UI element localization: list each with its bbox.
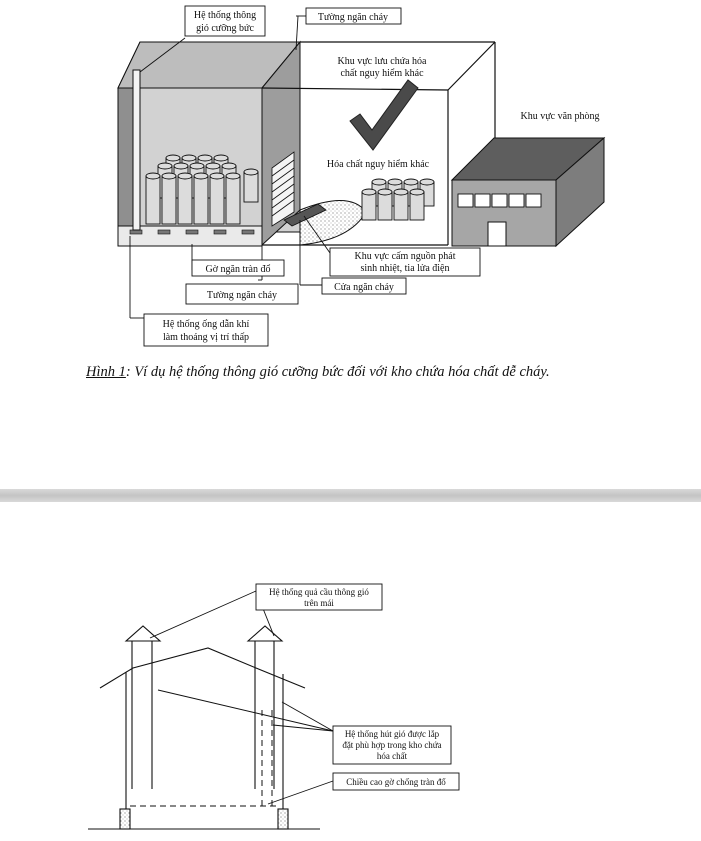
label-spill-curb: Gờ ngăn tràn đổ (191, 259, 285, 277)
label-low-vent-ducts: Hệ thống ống dẫn khí làm thoáng vị trí t… (143, 313, 269, 347)
figure-1-caption-ref: Hình 1 (86, 364, 126, 380)
label-hazardous-storage-area: Khu vực lưu chứa hóa chất nguy hiểm khác (337, 56, 427, 79)
svg-text:Hệ thống quả cầu thông gió: Hệ thống quả cầu thông gió (269, 587, 369, 597)
office-side (555, 136, 605, 248)
label-forced-ventilation-line2: gió cưỡng bức (196, 23, 254, 34)
label-exhaust-system: Hệ thống hút gió được lắp đặt phù hợp tr… (332, 725, 452, 765)
office-door (487, 221, 507, 247)
figure-1-warehouse-diagram: Hệ thống thông gió cưỡng bức Tường ngăn … (117, 5, 606, 347)
vent-duct-vertical (132, 69, 141, 231)
left-curb-block (119, 808, 131, 830)
checkmark-icon (349, 79, 419, 151)
svg-text:hóa chất: hóa chất (377, 751, 408, 761)
label-no-heat-source-area: Khu vực cấm nguồn phát sinh nhiệt, tia l… (329, 247, 481, 277)
roof-outline (99, 647, 306, 689)
svg-text:sinh nhiệt, tia lửa điện: sinh nhiệt, tia lửa điện (360, 263, 449, 274)
svg-text:Khu vực văn phòng: Khu vực văn phòng (520, 111, 599, 122)
label-office-area: Khu vực văn phòng (520, 111, 599, 122)
fire-door (283, 203, 327, 227)
svg-text:Tường ngăn cháy: Tường ngăn cháy (318, 12, 388, 23)
label-fire-door: Cửa ngăn cháy (321, 277, 407, 295)
svg-text:trên mái: trên mái (304, 598, 334, 608)
page-divider (0, 489, 701, 502)
svg-text:Tường ngăn cháy: Tường ngăn cháy (207, 290, 277, 301)
office-windows (457, 193, 542, 208)
svg-text:Cửa ngăn cháy: Cửa ngăn cháy (334, 282, 394, 293)
label-other-hazardous-chemicals: Hóa chất nguy hiểm khác (327, 159, 430, 170)
no-heat-zone (299, 200, 367, 246)
office-building (450, 136, 606, 248)
svg-text:Gờ ngăn tràn đổ: Gờ ngăn tràn đổ (206, 264, 271, 275)
svg-text:Khu vực cấm nguồn phát: Khu vực cấm nguồn phát (355, 251, 456, 262)
drum-stack-right (361, 178, 435, 221)
label-roof-ventilators: Hệ thống quả cầu thông gió trên mái (255, 583, 383, 611)
label-fire-wall-top: Tường ngăn cháy (305, 7, 402, 25)
label-forced-ventilation-line1: Hệ thống thông (194, 10, 256, 21)
drum-stack-left (145, 154, 259, 225)
figure-2-roof-ventilation-diagram: Hệ thống quả cầu thông gió trên mái Hệ t… (88, 583, 460, 830)
svg-text:Hóa chất nguy hiểm khác: Hóa chất nguy hiểm khác (327, 159, 430, 170)
svg-text:Hệ thống ống dẫn khí: Hệ thống ống dẫn khí (163, 319, 250, 330)
building-section (88, 647, 320, 830)
svg-text:Hệ thống hút gió được lắp: Hệ thống hút gió được lắp (345, 729, 440, 739)
label-fire-wall-bottom: Tường ngăn cháy (185, 283, 299, 305)
label-curb-height: Chiều cao gờ chống tràn đổ (332, 772, 460, 791)
storage-room-left (117, 40, 302, 247)
floor-vent-slots (129, 229, 255, 235)
figure-1-caption: Hình 1: Ví dụ hệ thống thông gió cưỡng b… (86, 364, 646, 381)
svg-text:Khu vực lưu chứa hóa: Khu vực lưu chứa hóa (337, 56, 427, 67)
svg-text:đặt phù hợp trong kho chứa: đặt phù hợp trong kho chứa (342, 740, 441, 750)
figure-1-caption-text: : Ví dụ hệ thống thông gió cưỡng bức đối… (125, 364, 550, 380)
right-roof-ventilator (246, 625, 284, 789)
dashed-exhaust-lines (130, 710, 280, 807)
callout-lines-fig2 (149, 590, 334, 805)
svg-text:làm thoáng vị trí thấp: làm thoáng vị trí thấp (163, 332, 249, 343)
wall-louver (271, 151, 295, 227)
left-roof-ventilator (124, 625, 162, 789)
svg-text:chất nguy hiểm khác: chất nguy hiểm khác (340, 68, 424, 79)
label-forced-ventilation: Hệ thống thông gió cưỡng bức (184, 5, 266, 37)
svg-text:Chiều cao gờ chống tràn đổ: Chiều cao gờ chống tràn đổ (346, 777, 446, 787)
right-curb-block (277, 808, 289, 830)
